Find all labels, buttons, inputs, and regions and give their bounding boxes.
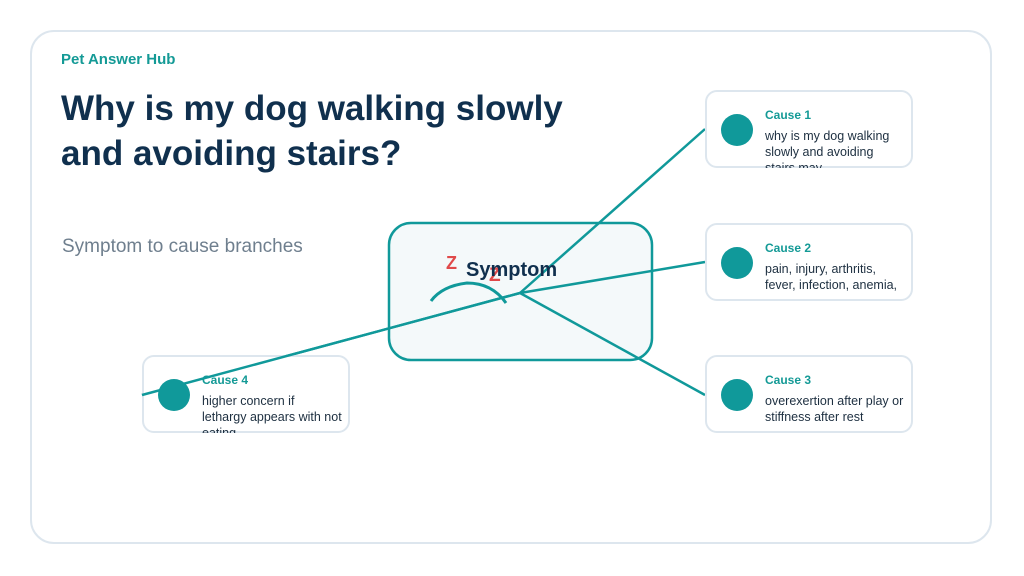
sleep-z-large-icon: Z [489,265,501,286]
cause-text: overexertion after play or stiffness aft… [765,394,904,424]
cause-title: Cause 1 [765,108,812,122]
cause-dot-icon [721,247,753,279]
cause-title: Cause 3 [765,373,812,387]
cause-card-2: Cause 2 pain, injury, arthritis, fever, … [705,223,913,301]
cause-text: pain, injury, arthritis, fever, infectio… [765,262,898,292]
cause-card-1: Cause 1 why is my dog walking slowly and… [705,90,913,168]
cause-text: why is my dog walking slowly and avoidin… [765,129,890,168]
branch-line-cause-3 [519,291,706,397]
cause-title: Cause 4 [202,373,249,387]
cause-text: higher concern if lethargy appears with … [202,394,342,433]
branch-line-cause-2 [519,260,706,295]
cause-card-4: Cause 4 higher concern if lethargy appea… [142,355,350,433]
diagram-subtitle: Symptom to cause branches [62,236,303,257]
sleep-z-small-icon: Z [446,253,457,273]
cause-title: Cause 2 [765,241,812,255]
cause-dot-icon [721,114,753,146]
cause-card-3: Cause 3 overexertion after play or stiff… [705,355,913,433]
cause-dot-icon [721,379,753,411]
symptom-hub-label: Symptom [466,259,558,281]
cause-dot-icon [158,379,190,411]
page-title: Why is my dog walking slowly and avoidin… [61,89,563,173]
branch-line-cause-1 [519,128,706,294]
brand-label: Pet Answer Hub [61,51,176,68]
